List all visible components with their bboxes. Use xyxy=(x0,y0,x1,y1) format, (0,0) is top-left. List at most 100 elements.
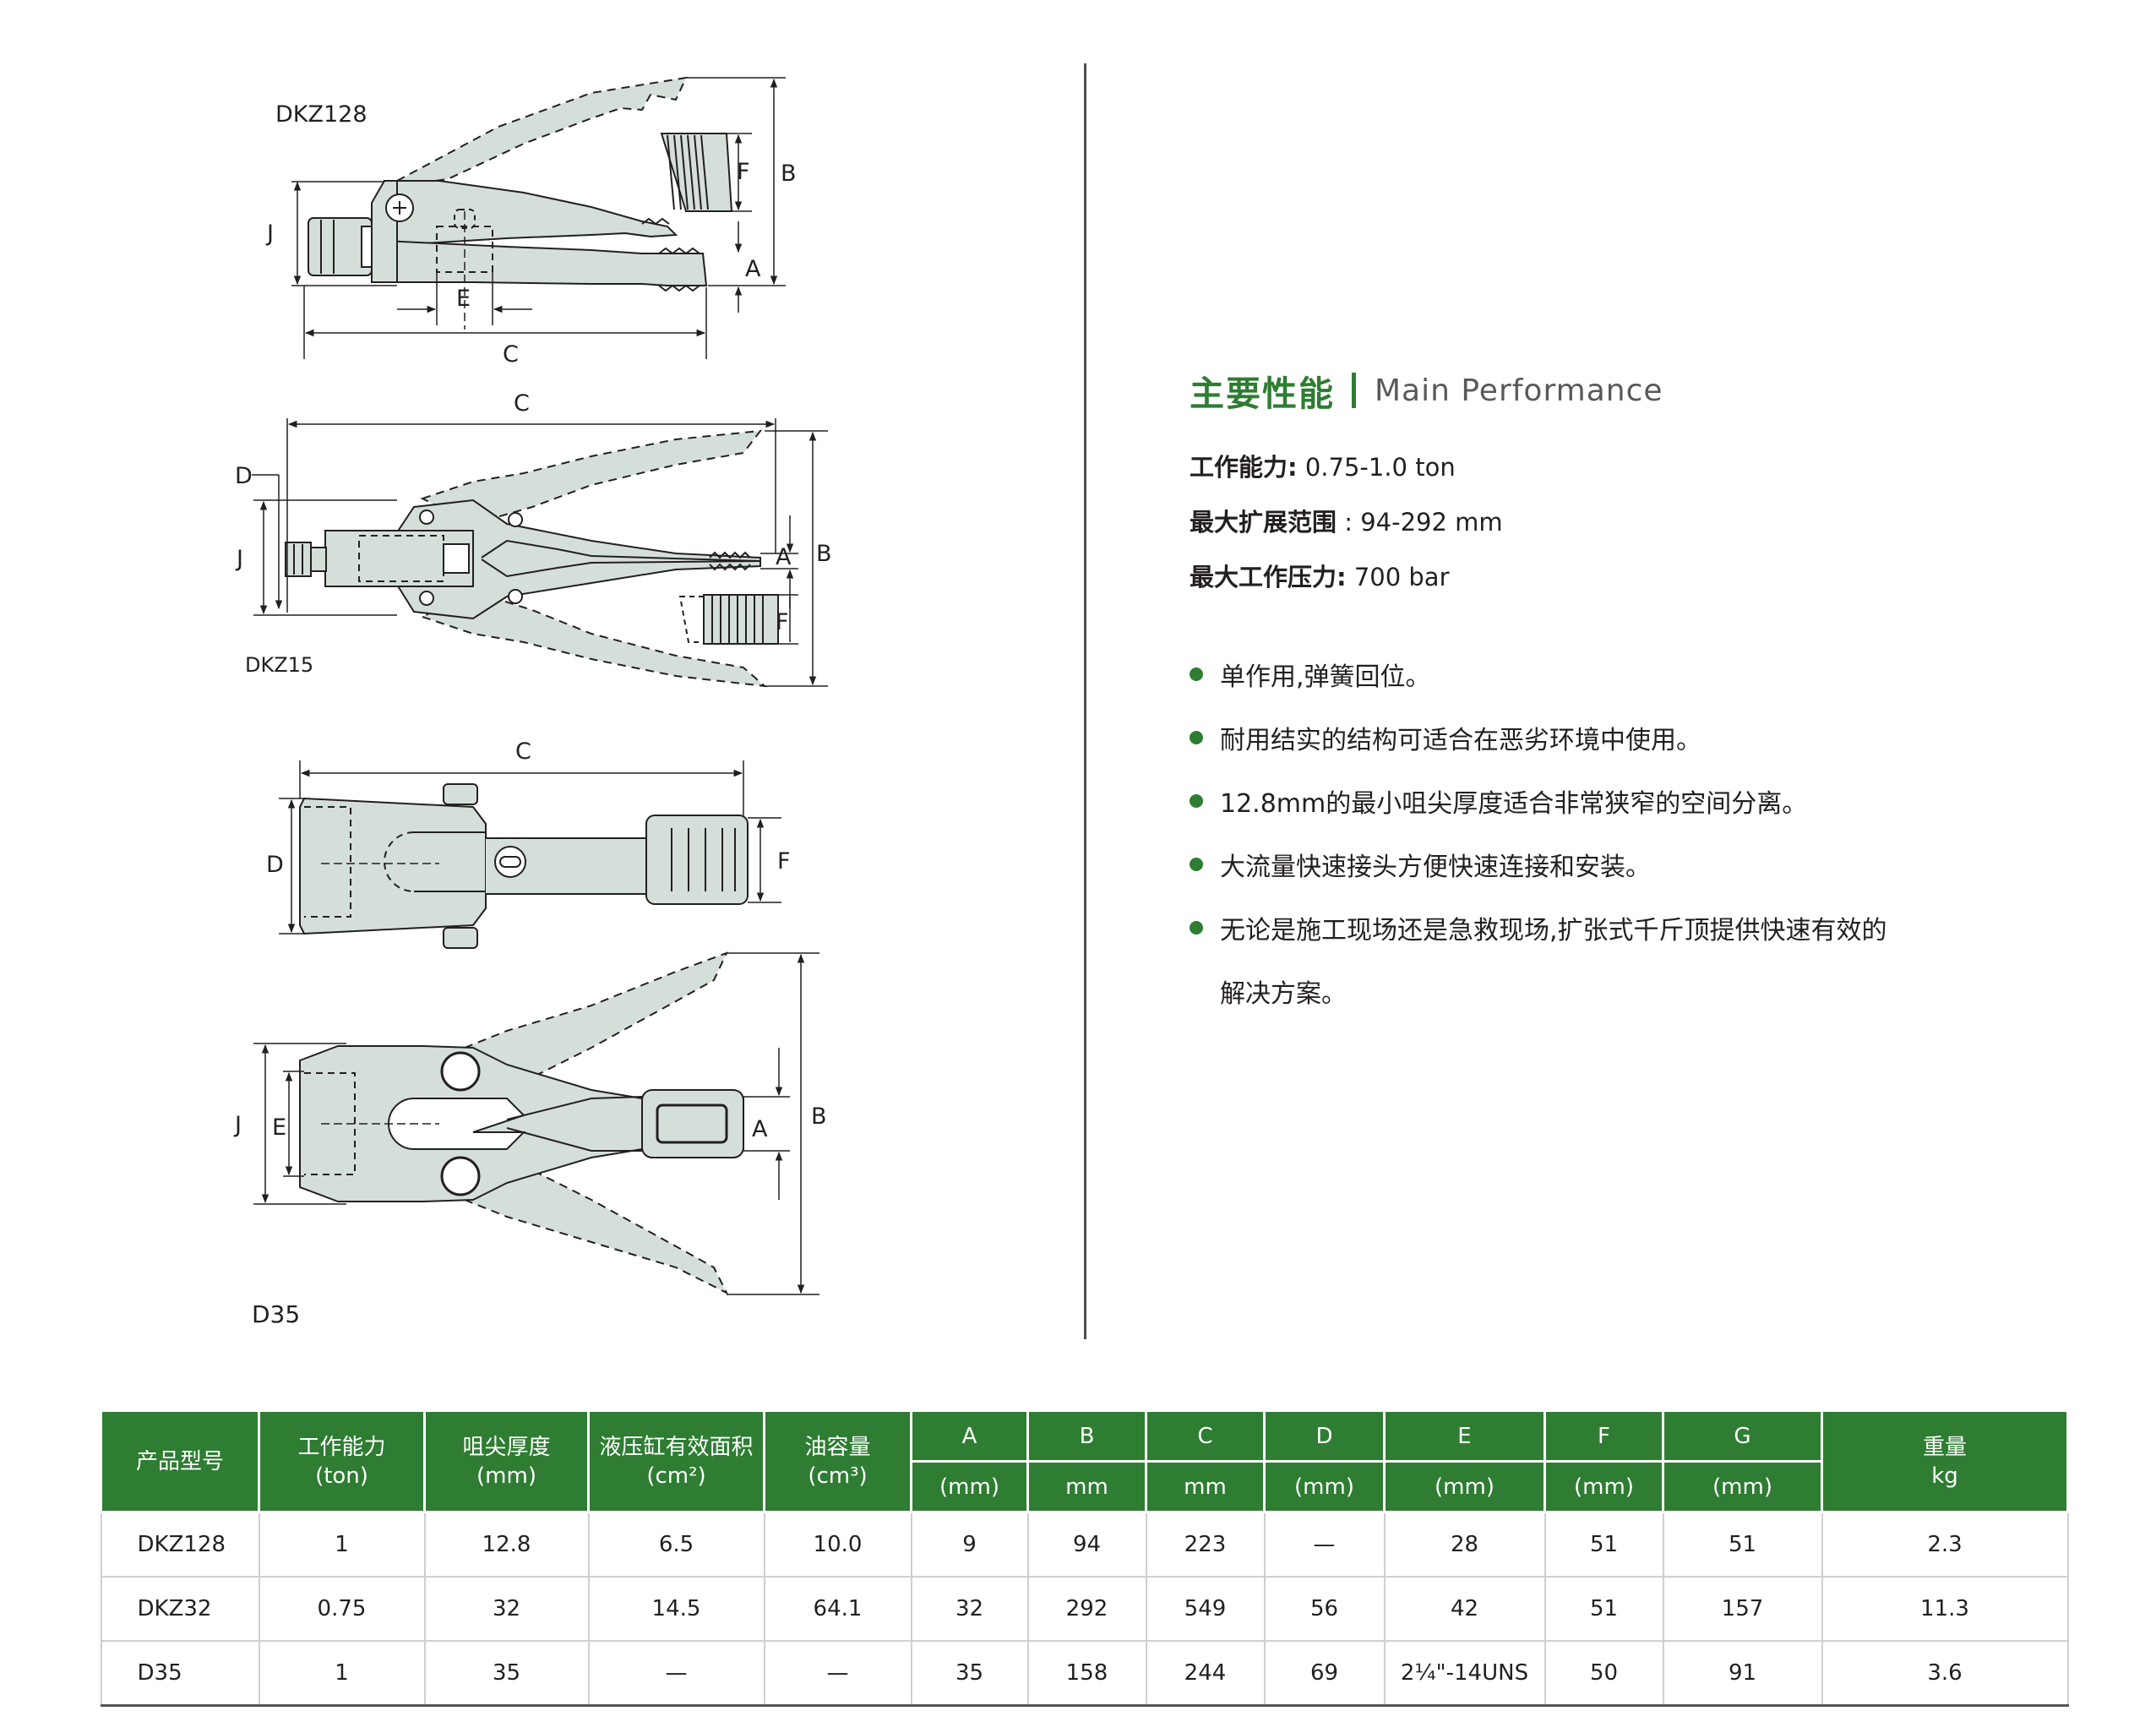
cell-model: DKZ128 xyxy=(100,1512,260,1578)
performance-title-cn: 主要性能 xyxy=(1190,373,1335,414)
table-cell: 292 xyxy=(1027,1577,1147,1642)
table-cell: 50 xyxy=(1544,1641,1664,1707)
spec-table: 产品型号 工作能力(ton) 咀尖厚度(mm) 液压缸有效面积(cm²) 油容量… xyxy=(100,1409,2069,1707)
table-cell: 2.3 xyxy=(1821,1512,2069,1578)
header-unit: (cm²) xyxy=(646,1463,706,1489)
spec-capacity: 工作能力: 0.75-1.0 ton xyxy=(1190,448,1456,483)
table-cell: 1 xyxy=(259,1641,426,1707)
table-cell: 35 xyxy=(424,1641,590,1707)
header-unit-c: mm xyxy=(1145,1460,1266,1513)
feature-item: 大流量快速接头方便快速连接和安装。 xyxy=(1190,846,1651,883)
header-text: 重量 xyxy=(1922,1434,1967,1460)
feature-item: 12.8mm的最小咀尖厚度适合非常狭窄的空间分离。 xyxy=(1190,782,1807,820)
header-dim-a: A xyxy=(910,1409,1029,1463)
table-cell: 42 xyxy=(1384,1577,1546,1642)
model-label-d35: D35 xyxy=(252,1300,300,1328)
dim-label: B xyxy=(816,541,832,567)
spec-label: 最大工作压力: xyxy=(1190,563,1347,591)
diagram-top-view xyxy=(279,760,781,949)
feature-text: 无论是施工现场还是急救现场,扩张式千斤顶提供快速有效的 xyxy=(1220,916,1887,945)
feature-item: 耐用结实的结构可适合在恶劣环境中使用。 xyxy=(1190,719,1701,756)
vertical-divider xyxy=(1084,63,1086,1339)
spec-value: : 94-292 mm xyxy=(1337,508,1503,537)
spec-spread-range: 最大扩展范围 : 94-292 mm xyxy=(1190,503,1503,538)
dim-label: C xyxy=(514,390,530,417)
table-cell: 0.75 xyxy=(259,1577,426,1642)
header-unit-d: (mm) xyxy=(1263,1460,1386,1513)
table-cell: 35 xyxy=(911,1641,1029,1707)
header-tip-thickness: 咀尖厚度(mm) xyxy=(423,1409,590,1513)
table-cell: 2¼"-14UNS xyxy=(1384,1641,1546,1707)
table-cell: 11.3 xyxy=(1821,1577,2069,1642)
table-row: DKZ128 1 12.8 6.5 10.0 9 94 223 — 28 51 … xyxy=(100,1512,2069,1578)
table-cell: 32 xyxy=(424,1577,590,1642)
dim-label: D xyxy=(235,463,253,489)
header-text: 工作能力 xyxy=(297,1434,386,1460)
header-text: 咀尖厚度 xyxy=(462,1434,551,1460)
table-cell: 157 xyxy=(1663,1577,1823,1642)
spec-value: 700 bar xyxy=(1346,563,1450,591)
table-cell: 12.8 xyxy=(424,1512,590,1578)
header-unit: (ton) xyxy=(315,1463,368,1489)
header-dim-b: B xyxy=(1026,1409,1147,1463)
header-unit-a: (mm) xyxy=(910,1460,1029,1513)
header-dim-f: F xyxy=(1544,1409,1664,1463)
table-cell: 244 xyxy=(1146,1641,1266,1707)
header-unit-b: mm xyxy=(1026,1460,1147,1513)
dim-label: F xyxy=(737,159,750,185)
spec-value: 0.75-1.0 ton xyxy=(1297,453,1456,482)
table-cell: 91 xyxy=(1663,1641,1823,1707)
header-unit-e: (mm) xyxy=(1383,1460,1546,1513)
table-cell: 1 xyxy=(259,1512,426,1578)
feature-text: 耐用结实的结构可适合在恶劣环境中使用。 xyxy=(1220,726,1701,755)
spec-max-pressure: 最大工作压力: 700 bar xyxy=(1190,558,1450,593)
table-cell: 69 xyxy=(1264,1641,1386,1707)
feature-text: 12.8mm的最小咀尖厚度适合非常狭窄的空间分离。 xyxy=(1220,789,1808,819)
table-row: DKZ32 0.75 32 14.5 64.1 32 292 549 56 42… xyxy=(100,1577,2069,1642)
feature-continuation: 解决方案。 xyxy=(1220,979,1347,1009)
dim-label: E xyxy=(272,1114,286,1141)
table-cell: 14.5 xyxy=(588,1577,765,1642)
table-cell: 56 xyxy=(1264,1577,1386,1642)
header-unit: (cm³) xyxy=(808,1463,868,1489)
table-cell: 6.5 xyxy=(588,1512,765,1578)
technical-drawings: DKZ128 J E C F B A C D J A B F DKZ15 C D… xyxy=(233,76,832,1328)
header-capacity: 工作能力 (ton) xyxy=(258,1409,426,1513)
table-cell: 3.6 xyxy=(1821,1641,2069,1707)
table-cell: — xyxy=(588,1641,765,1707)
header-unit-g: (mm) xyxy=(1662,1460,1823,1513)
diagram-dkz15 xyxy=(252,418,828,688)
header-model: 产品型号 xyxy=(100,1409,260,1513)
dim-label: C xyxy=(515,738,531,765)
table-cell: 51 xyxy=(1544,1577,1664,1642)
header-text: 油容量 xyxy=(804,1434,871,1460)
bullet-dot-icon xyxy=(1190,921,1203,935)
bullet-dot-icon xyxy=(1190,858,1203,871)
dim-label: J xyxy=(235,546,243,572)
table-cell: 549 xyxy=(1146,1577,1266,1642)
table-cell: 9 xyxy=(911,1512,1029,1578)
diagram-d35 xyxy=(253,951,819,1295)
table-row: D35 1 35 — — 35 158 244 69 2¼"-14UNS 50 … xyxy=(100,1641,2069,1707)
dim-label: A xyxy=(752,1116,768,1142)
table-cell: 28 xyxy=(1384,1512,1546,1578)
dim-label: E xyxy=(456,286,471,312)
dim-label: A xyxy=(745,256,761,282)
header-dim-e: E xyxy=(1383,1409,1546,1463)
spec-label: 最大扩展范围 xyxy=(1190,508,1337,537)
performance-heading: 主要性能 Main Performance xyxy=(1190,365,1663,416)
dim-label: B xyxy=(781,161,797,187)
dim-label: F xyxy=(776,609,789,635)
cell-model: DKZ32 xyxy=(100,1577,260,1642)
title-separator xyxy=(1352,373,1356,408)
feature-item: 单作用,弹簧回位。 xyxy=(1190,656,1431,693)
table-cell: 158 xyxy=(1027,1641,1147,1707)
bullet-dot-icon xyxy=(1190,731,1203,744)
diagram-dkz128 xyxy=(291,76,786,359)
header-oil-capacity: 油容量 (cm³) xyxy=(763,1409,912,1513)
cell-model: D35 xyxy=(100,1641,260,1707)
dim-label: A xyxy=(776,544,792,570)
dim-label: D xyxy=(266,852,284,878)
bullet-dot-icon xyxy=(1190,794,1203,808)
table-cell: 10.0 xyxy=(764,1512,912,1578)
